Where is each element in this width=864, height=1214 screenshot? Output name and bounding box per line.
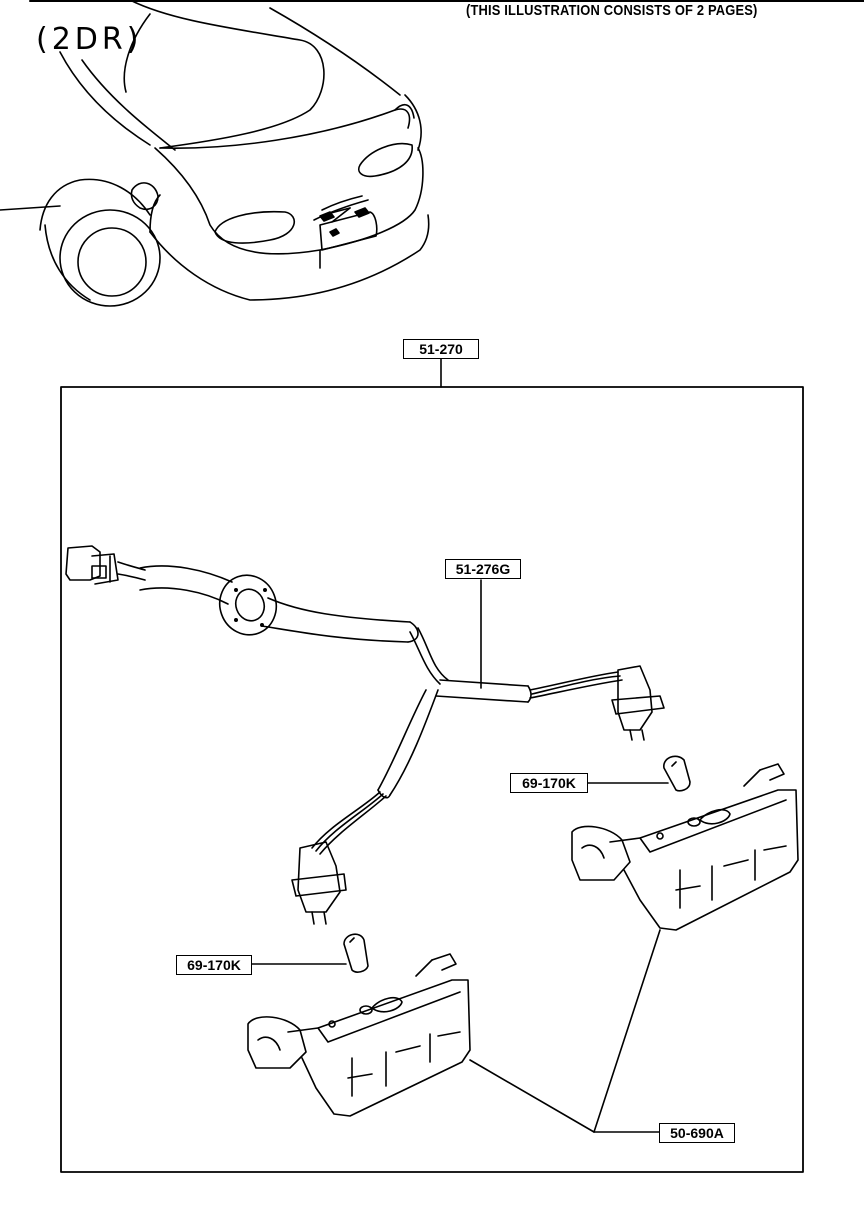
callout-harness: 51-276G — [445, 559, 521, 579]
wiring-harness — [65, 545, 665, 925]
bulb-left — [251, 933, 369, 973]
illustration-page-note: (THIS ILLUSTRATION CONSISTS OF 2 PAGES) — [466, 2, 758, 19]
lamp-housing-left — [247, 953, 471, 1117]
bulb-right — [587, 755, 691, 792]
lamp-housing-right — [571, 763, 799, 931]
body-variant-label: (2DR) — [36, 22, 143, 57]
lamp-housing-leaders — [469, 929, 661, 1133]
callout-assembly: 51-270 — [403, 339, 479, 359]
assembly-frame — [60, 357, 804, 1173]
callout-bulb-right: 69-170K — [510, 773, 588, 793]
callout-bulb-left: 69-170K — [176, 955, 252, 975]
callout-lamp-housing: 50-690A — [659, 1123, 735, 1143]
car-rear-illustration — [0, 0, 430, 307]
